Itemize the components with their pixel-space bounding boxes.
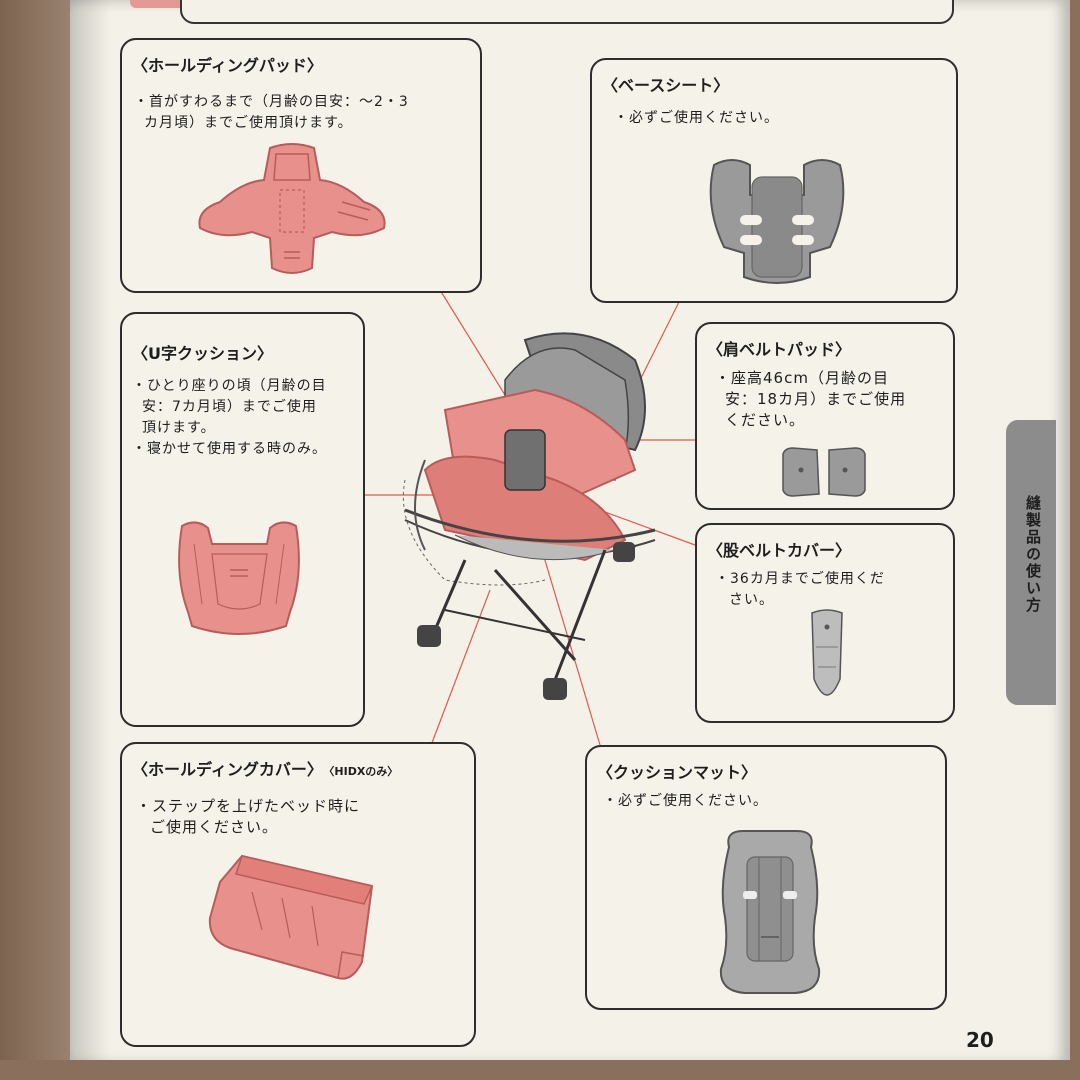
- description-line: ・座高46cm（月齢の目: [715, 369, 889, 387]
- panel-title: 〈股ベルトカバー〉: [707, 541, 852, 560]
- description-line: ・必ずご使用ください。: [614, 110, 779, 126]
- spine-shadow: [70, 0, 110, 1065]
- top-panel-edge: [180, 0, 954, 24]
- description-line: さい。: [729, 592, 774, 608]
- panel-title-note: 〈HIDXのみ〉: [328, 765, 399, 778]
- description-line: ・ステップを上げたベッド時に: [136, 797, 361, 815]
- description-line: ・36カ月までご使用くだ: [715, 571, 885, 587]
- panel-title: 〈ベースシート〉: [602, 76, 730, 95]
- description-line: ・ひとり座りの頃（月齢の目: [132, 378, 327, 394]
- top-pink-tab: [130, 0, 190, 8]
- panel-title: 〈クッションマット〉: [597, 763, 758, 782]
- panel-description: ・首がすわるまで（月齢の目安：～2・3 カ月頃）までご使用頂けます。: [134, 92, 479, 134]
- description-line: 頂けます。: [142, 420, 216, 436]
- leader-holding-pad: [439, 289, 506, 396]
- description-line: ください。: [725, 411, 806, 429]
- panel-title-text: 〈ホールディングカバー〉: [132, 760, 323, 779]
- baby-swing-illustration: [402, 332, 656, 700]
- description-line: ・必ずご使用ください。: [603, 793, 768, 809]
- panel-crotch-cover: 〈股ベルトカバー〉 ・36カ月までご使用くだ さい。: [695, 523, 955, 723]
- panel-shoulder-pad: 〈肩ベルトパッド〉 ・座高46cm（月齢の目 安：18カ月）までご使用 ください…: [695, 322, 955, 510]
- description-line: 安：7カ月頃）までご使用: [142, 399, 317, 415]
- panel-description: ・ひとり座りの頃（月齢の目 安：7カ月頃）までご使用 頂けます。 ・寝かせて使用…: [132, 376, 364, 460]
- panel-title: 〈ホールディングカバー〉〈HIDXのみ〉: [132, 756, 398, 780]
- panel-base-seat: 〈ベースシート〉 ・必ずご使用ください。: [590, 58, 958, 303]
- page-number: 20: [966, 1028, 994, 1052]
- u-cushion-illustration: [178, 521, 300, 635]
- panel-title: 〈肩ベルトパッド〉: [707, 340, 852, 359]
- panel-cushion-mat: 〈クッションマット〉 ・必ずご使用ください。: [585, 745, 947, 1010]
- panel-description: ・必ずご使用ください。: [614, 108, 779, 129]
- description-line: 安：18カ月）までご使用: [725, 390, 907, 408]
- description-line: ・寝かせて使用する時のみ。: [132, 441, 327, 457]
- leader-holding-cover: [429, 589, 491, 749]
- panel-holding-cover: 〈ホールディングカバー〉〈HIDXのみ〉 ・ステップを上げたベッド時に ご使用く…: [120, 742, 476, 1047]
- crotch-cover-illustration: [811, 609, 843, 696]
- description-line: ご使用ください。: [150, 818, 279, 836]
- panel-description: ・必ずご使用ください。: [603, 791, 768, 812]
- description-line: カ月頃）までご使用頂けます。: [144, 115, 353, 131]
- cushion-mat-illustration: [719, 830, 821, 994]
- description-line: ・首がすわるまで（月齢の目安：～2・3: [134, 94, 409, 110]
- panel-title: 〈ホールディングパッド〉: [132, 56, 323, 75]
- background-surface-bottom: [0, 1060, 1080, 1080]
- shoulder-pad-illustration: [782, 447, 866, 497]
- holding-cover-illustration: [208, 854, 374, 980]
- panel-u-cushion: 〈U字クッション〉 ・ひとり座りの頃（月齢の目 安：7カ月頃）までご使用 頂けま…: [120, 312, 365, 727]
- panel-description: ・座高46cm（月齢の目 安：18カ月）までご使用 ください。: [715, 368, 953, 431]
- holding-pad-illustration: [198, 143, 386, 274]
- panel-holding-pad: 〈ホールディングパッド〉 ・首がすわるまで（月齢の目安：～2・3 カ月頃）までご…: [120, 38, 482, 293]
- background-surface: [0, 0, 70, 1080]
- panel-description: ・ステップを上げたベッド時に ご使用ください。: [136, 796, 466, 838]
- base-seat-illustration: [709, 159, 845, 284]
- panel-title: 〈U字クッション〉: [132, 344, 273, 363]
- section-side-tab-label: 縫製品の使い方: [1024, 495, 1042, 614]
- section-side-tab: [1006, 420, 1056, 705]
- panel-description: ・36カ月までご使用くだ さい。: [715, 569, 953, 611]
